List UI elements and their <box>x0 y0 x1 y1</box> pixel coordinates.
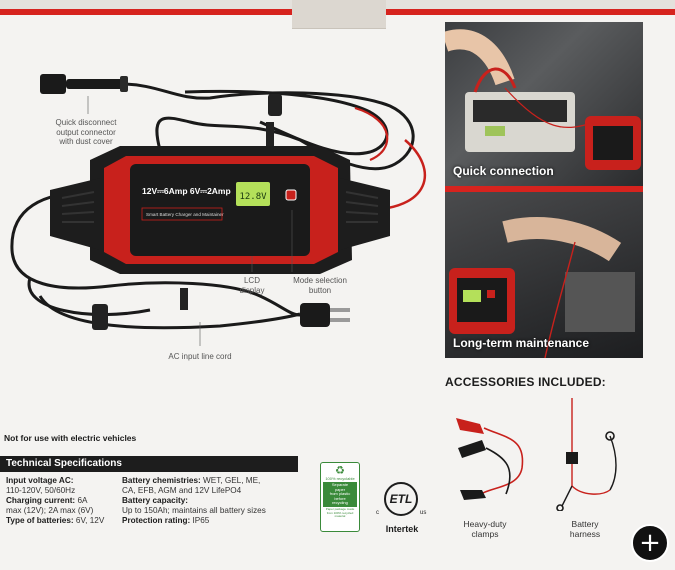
photo-long-term: Long-term maintenance <box>445 192 643 358</box>
recycle-small-text: Paper package made from 100% recycled ma… <box>325 506 355 519</box>
caption-clamps: Heavy-duty clamps <box>463 519 507 539</box>
clamps-illustration <box>456 418 524 500</box>
callout-ac-cord: AC input line cord <box>168 352 232 361</box>
ev-warning: Not for use with electric vehicles <box>4 433 137 443</box>
spec-heading: Technical Specifications <box>0 456 298 472</box>
recycle-badge: ♻ 100% recyclable Separate paper from pl… <box>320 462 360 532</box>
box-flap <box>292 0 386 29</box>
recycle-icon: ♻ <box>335 464 345 477</box>
output-cable <box>119 82 415 171</box>
callout-quick-disconnect: Quick disconnect output connector with d… <box>55 118 117 146</box>
photo-quick-connection: Quick connection <box>445 22 643 186</box>
spec-left-column: Input voltage AC: 110-120V, 50/60Hz Char… <box>6 476 105 525</box>
callout-lcd: LCD display <box>239 276 265 295</box>
accessories-heading: ACCESSORIES INCLUDED: <box>445 375 606 389</box>
zoom-button[interactable]: + <box>631 524 669 562</box>
motorcycle-art <box>449 217 635 358</box>
charger-illustration: 12.8V 12V⎓6Amp 6V⎓2Amp Smart Battery Cha… <box>10 74 427 346</box>
ac-cord <box>10 190 301 317</box>
lcd-readout: 12.8V <box>239 192 267 202</box>
etl-mark: ETL c us Intertek <box>374 480 430 540</box>
lcd-screen <box>236 182 270 206</box>
photo-caption-long-term: Long-term maintenance <box>453 336 590 350</box>
recycle-green-box: Separate paper from plastic before recyc… <box>323 482 357 507</box>
spec-right-column: Battery chemistries: WET, GEL, ME, CA, E… <box>122 476 266 525</box>
mode-button-graphic <box>285 189 297 201</box>
harness-illustration <box>556 398 617 511</box>
callout-mode: Mode selection button <box>293 276 347 295</box>
charger-title: 12V⎓6Amp 6V⎓2Amp <box>142 186 231 196</box>
photo-divider <box>445 186 643 192</box>
charger-subtitle: Smart Battery Charger and Maintainer <box>146 212 224 217</box>
engine-bay-art <box>445 29 641 170</box>
etl-circle: ETL <box>384 482 418 516</box>
photo-caption-quick: Quick connection <box>453 164 554 178</box>
caption-harness: Battery harness <box>569 519 601 539</box>
quick-disconnect-connector <box>40 74 66 94</box>
ac-plug <box>300 303 330 327</box>
